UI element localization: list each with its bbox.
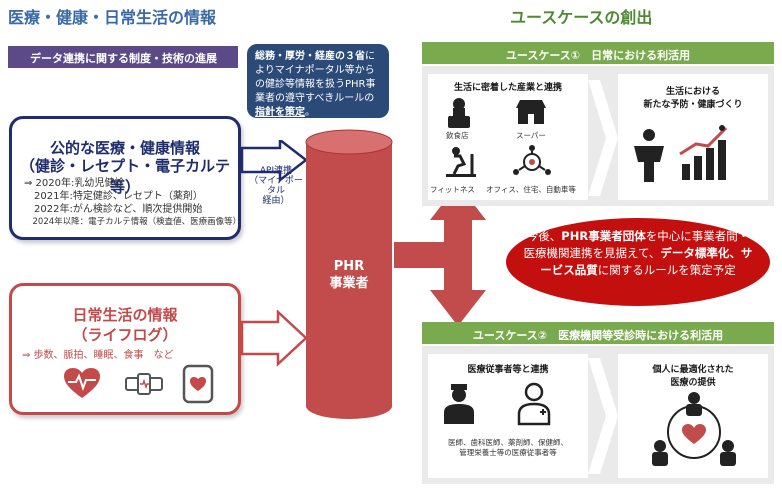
chef-icon xyxy=(448,98,470,128)
api-label-line2: （マイナポータル xyxy=(249,176,303,196)
note-guideline: 指針を策定 xyxy=(255,107,305,118)
public-info-subtitle: （健診・レセプト・電子カルテ等） xyxy=(19,157,230,196)
public-info-list: ⇒ 2020年:乳幼児健診 2021年:特定健診、レセプト（薬剤） 2022年:… xyxy=(24,177,242,229)
usecase2-personalized-card: 個人に最適化された 医療の提供 xyxy=(618,354,768,478)
callout-b1: PHR事業者団体 xyxy=(561,229,646,243)
healthy-person-icon xyxy=(634,129,664,182)
lifelog-info-box: 日常生活の情報 （ライフログ） ⇒ 歩数、脈拍、睡眠、食事 など xyxy=(9,283,241,415)
left-section-title: 医療・健康・日常生活の情報 xyxy=(8,8,217,27)
api-linkage-label: API連携 （マイナポータル 経由） xyxy=(246,166,306,206)
public-info-title: 公的な医療・健康情報 xyxy=(49,139,200,157)
chevron-right-icon xyxy=(588,80,618,196)
heart-rate-icon xyxy=(64,368,100,398)
care-team-icon xyxy=(652,392,736,466)
note-end: 。 xyxy=(305,107,315,118)
network-icon xyxy=(513,145,551,175)
medical-card-title: 医療従事者等と連携 xyxy=(467,365,549,375)
personalized-title1: 個人に最適化された xyxy=(652,365,734,375)
lifelog-arrow-icon xyxy=(240,310,308,367)
list-item: 2022年:がん検診など、順次提供開始 xyxy=(24,204,203,215)
treadmill-icon xyxy=(446,147,476,177)
right-section-title: ユースケースの創出 xyxy=(510,8,653,27)
callout-p1: 今後、 xyxy=(526,229,562,243)
nurse-icon xyxy=(517,382,551,426)
chevron-right-icon xyxy=(588,358,618,474)
api-arrow-icon xyxy=(240,140,309,183)
lifelog-title: 日常生活の情報 xyxy=(72,306,178,324)
supermarket-icon xyxy=(516,100,546,124)
note-text: によりマイナポータル等からの健診等情報を扱うPHR事業者の遵守すべきルールの xyxy=(255,51,376,104)
future-plan-callout xyxy=(506,218,770,306)
label-supermarket: スーパー xyxy=(516,131,546,140)
list-item: ⇒ 2020年:乳幼児健診 xyxy=(24,178,125,189)
usecase2-header: ユースケース② 医療機関等受診時における利活用 xyxy=(422,322,774,344)
api-label-line3: 経由） xyxy=(262,196,290,206)
callout-p2: を中心に事業者間・医療機関連携を見据えて、 xyxy=(523,229,750,260)
improvement-chart-icon xyxy=(679,125,728,180)
smartphone-icon xyxy=(182,364,214,404)
usecase1-header: ユースケース① 日常における利活用 xyxy=(422,42,774,64)
prevention-title2: 新たな予防・健康づくり xyxy=(643,100,743,110)
note-ministries: 総務・厚労・経産の３省 xyxy=(255,51,365,62)
label-office-home-car: オフィス、住宅、自動車等 xyxy=(486,185,576,194)
distribution-arrow-icon xyxy=(394,184,486,326)
usecase1-industry-card: 生活に密着した産業と連携 飲食店 スーパー フィットネス オフィス、住宅、自動車… xyxy=(428,74,588,200)
personalized-title2: 医療の提供 xyxy=(670,378,716,388)
phr-cylinder-icon xyxy=(305,129,393,419)
callout-b2: データ標準化、サービス品質 xyxy=(540,246,753,277)
phr-operator-label: PHR 事業者 xyxy=(310,258,388,292)
future-plan-text: 今後、PHR事業者団体を中心に事業者間・医療機関連携を見据えて、データ標準化、サ… xyxy=(522,228,754,279)
industry-card-title: 生活に密着した産業と連携 xyxy=(453,83,562,93)
prevention-title1: 生活における xyxy=(665,87,720,97)
medical-staff-list: 医師、歯科医師、薬剤師、保健師、 管理栄養士等の医療従事者等 xyxy=(430,438,586,458)
api-label-line1: API連携 xyxy=(259,166,293,176)
label-restaurant: 飲食店 xyxy=(446,131,469,140)
label-fitness: フィットネス xyxy=(430,185,475,194)
medical-staff-line1: 医師、歯科医師、薬剤師、保健師、 xyxy=(448,438,568,447)
medical-staff-line2: 管理栄養士等の医療従事者等 xyxy=(459,448,557,457)
policy-note: 総務・厚労・経産の３省によりマイナポータル等からの健診等情報を扱うPHR事業者の… xyxy=(247,44,389,118)
usecase1-prevention-card: 生活における 新たな予防・健康づくり xyxy=(618,74,768,200)
data-linkage-banner: データ連携に関する制度・技術の進展 xyxy=(8,46,238,68)
list-item: 2021年:特定健診、レセプト（薬剤） xyxy=(24,191,203,202)
lifelog-subtitle: （ライフログ） xyxy=(72,326,178,344)
cylinder-line2: 事業者 xyxy=(329,276,369,291)
cylinder-line1: PHR xyxy=(333,259,365,274)
usecase2-medical-card: 医療従事者等と連携 医師、歯科医師、薬剤師、保健師、 管理栄養士等の医療従事者等 xyxy=(428,354,588,478)
doctor-icon xyxy=(444,384,474,424)
callout-p3: に関するルールを策定予定 xyxy=(597,263,736,277)
public-health-info-box: 公的な医療・健康情報 （健診・レセプト・電子カルテ等） ⇒ 2020年:乳幼児健… xyxy=(9,116,241,240)
list-item: 2024年以降：電子カルテ情報（検査値、医療画像等） xyxy=(24,217,242,227)
wearable-band-icon xyxy=(125,373,163,395)
lifelog-examples: ⇒ 歩数、脈拍、睡眠、食事 など xyxy=(22,350,174,361)
